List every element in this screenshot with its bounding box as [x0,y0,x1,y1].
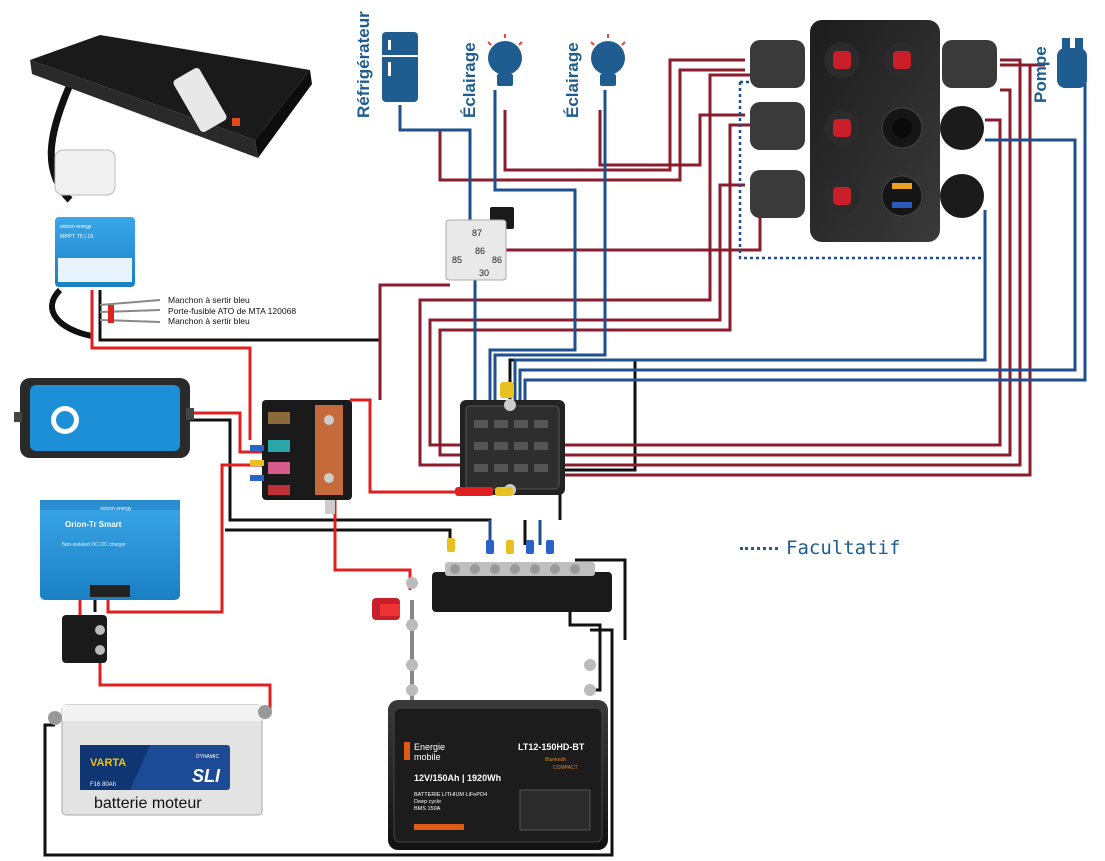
orion-out-positive-wire [106,463,262,614]
bulb-icon-1 [487,34,523,86]
pump-icon [1057,38,1087,88]
varta-spec: F16 80Ah [90,782,116,788]
note-line-1: Manchon à sertir bleu [168,295,250,305]
mppt-brand: victron energy [60,224,92,230]
inline-fuse [99,299,161,323]
engine-battery: VARTA DYNAMIC SLI F16 80Ah [48,704,272,816]
varta-line: DYNAMIC [196,754,219,760]
switch-panel [810,20,940,242]
fridge-negative-wire [398,105,472,230]
lithium-model: LT12-150HD-BT [518,742,585,752]
charger-positive-wire [192,411,262,454]
lithium-cycle: Deep cycle [414,799,441,805]
power-distribution-block [250,400,352,514]
relay-pin-86-right: 86 [492,255,502,265]
cable-gland [54,149,116,196]
optional-outline [738,82,987,260]
relay-pin-86-center: 86 [475,246,485,256]
engine-battery-negative-wire [43,628,614,857]
mppt-output-cable [49,287,93,339]
fuse-out-3 [560,58,1022,467]
blue-smart-charger [14,378,194,458]
engine-battery-caption: batterie moteur [94,795,202,812]
orion-model: Orion-Tr Smart [65,520,122,529]
light1-negative-wire [488,90,577,400]
lithium-bluetooth: Bluetooth [545,757,566,763]
relay-86-wire [500,205,762,252]
lithium-brand-1: Energie [414,742,445,752]
legend-optional-label: Facultatif [786,537,901,559]
fridge-positive-wire [438,68,745,182]
ground-bus-bar [432,538,612,612]
relay: 87 86 85 86 30 [445,207,514,281]
orion-fuse-holder [62,615,107,663]
fuse-out-4 [560,65,1032,477]
note-line-2: Porte-fusible ATO de MTA 120068 [168,305,297,316]
engine-battery-positive-wire [98,660,272,712]
light-1-label: Éclairage [460,42,479,118]
panel-connectors-left [750,40,805,218]
battery-switch [372,577,596,696]
lithium-battery: Energie mobile LT12-150HD-BT Bluetooth C… [388,700,608,850]
fuse-out-2 [560,88,1012,457]
panel-connectors-right [940,40,997,218]
busbar-to-lithium-negative [568,600,602,692]
main-positive-wire [333,500,412,590]
mppt-model: MPPT 75 | 15 [60,234,93,240]
relay-pin-85: 85 [452,255,462,265]
dotted-line-icon [740,546,778,550]
relay-85-wire [378,283,450,400]
light2-negative-wire [493,90,607,400]
orion-brand: victron energy [100,506,132,512]
lithium-bms: BMS 150A [414,806,441,812]
busbar-ground-loop [575,558,627,640]
fusebox-feed-wire [350,398,470,494]
mppt-positive-wire [90,290,252,440]
relay-pin-30: 30 [479,268,489,278]
varta-brand: VARTA [90,757,126,769]
bulb-icon-2 [590,34,626,86]
lithium-compact: COMPACT [553,765,578,771]
light-2-label: Éclairage [563,42,582,118]
note-line-3: Manchon à sertir bleu [168,316,250,326]
wires [43,58,1087,857]
fuse-in-b [438,123,750,457]
fuse-out-1 [560,118,1002,447]
junction-box [173,67,227,133]
fridge-label: Réfrigérateur [354,11,373,118]
lithium-spec-table [519,789,591,831]
solar-panel [30,35,312,196]
light1-positive-wire [503,58,745,172]
fuse-notes: Manchon à sertir bleu Porte-fusible ATO … [168,295,296,327]
fridge-icon [382,32,418,102]
lithium-brand-2: mobile [414,752,441,762]
socket-negative-wire [518,138,1077,400]
lithium-capacity: 12V/150Ah | 1920Wh [414,773,501,783]
varta-type: SLI [192,766,221,786]
light2-positive-wire [598,110,745,167]
mppt-controller: victron energy MPPT 75 | 15 [55,217,135,287]
pump-negative-wire [523,65,1087,400]
pump-label: Pompe [1031,46,1050,103]
orion-dc-dc: victron energy Orion-Tr Smart Non-isolat… [40,500,180,600]
usb-negative-wire [513,210,987,400]
orion-negative-wire [225,528,452,545]
orion-subtitle: Non-isolated DC-DC charger [62,542,126,548]
relay-pin-87: 87 [472,228,482,238]
blade-fuse-box [455,382,565,496]
rocker-switches [824,42,920,214]
usb-socket [881,175,923,217]
legend-optional: Facultatif [740,537,900,559]
lithium-chem: BATTERIE LITHIUM LiFePO4 [414,792,487,798]
fuse-in-c [418,73,750,467]
